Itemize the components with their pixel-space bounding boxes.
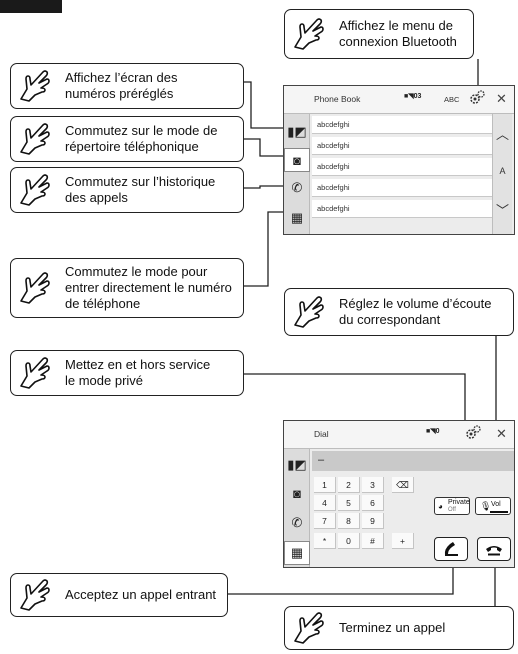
abc-label: ABC bbox=[444, 95, 460, 104]
accept-call-button[interactable] bbox=[434, 537, 468, 561]
call-history-icon[interactable]: ✆ bbox=[291, 180, 303, 195]
key-2[interactable]: 2 bbox=[338, 477, 360, 493]
backspace-icon[interactable]: ⌫ bbox=[392, 477, 414, 493]
key-6[interactable]: 6 bbox=[362, 495, 384, 511]
call-history-icon[interactable]: ✆ bbox=[291, 515, 303, 530]
phonebook-entry[interactable]: abcdefghi bbox=[312, 200, 494, 218]
key-8[interactable]: 8 bbox=[338, 513, 360, 529]
callout-text: Commutez sur le mode de répertoire télép… bbox=[65, 123, 218, 154]
key-star[interactable]: * bbox=[314, 533, 336, 549]
callout-bluetooth: Affichez le menu de connexion Bluetooth bbox=[284, 9, 474, 59]
volume-button[interactable]: 🎙 Vol bbox=[475, 497, 511, 515]
close-icon[interactable]: ✕ bbox=[496, 91, 507, 106]
callout-end: Terminez un appel bbox=[284, 606, 514, 650]
status-indicator: ■◥03 bbox=[404, 93, 422, 100]
callout-direct-entry: Commutez le mode pour entrer directement… bbox=[10, 258, 244, 318]
page-corner-tab bbox=[0, 0, 62, 13]
key-9[interactable]: 9 bbox=[362, 513, 384, 529]
callout-text: Mettez en et hors service le mode privé bbox=[65, 357, 211, 388]
key-5[interactable]: 5 bbox=[338, 495, 360, 511]
key-0[interactable]: 0 bbox=[338, 533, 360, 549]
callout-accept: Acceptez un appel entrant bbox=[10, 573, 228, 617]
callout-phonebook: Commutez sur le mode de répertoire télép… bbox=[10, 116, 244, 162]
dial-screen: Dial ■◥0 ✕ ▮◩ ◙ ✆ ▦ – 1 2 3 ⌫ 4 5 6 7 8 … bbox=[283, 420, 515, 568]
phonebook-entry[interactable]: abcdefghi bbox=[312, 116, 494, 134]
dial-number-field[interactable]: – bbox=[312, 451, 514, 471]
callout-private: Mettez en et hors service le mode privé bbox=[10, 350, 244, 396]
phonebook-entry[interactable]: abcdefghi bbox=[312, 137, 494, 155]
pointing-hand-icon bbox=[20, 174, 50, 206]
key-4[interactable]: 4 bbox=[314, 495, 336, 511]
private-label: Private bbox=[448, 499, 470, 506]
key-3[interactable]: 3 bbox=[362, 477, 384, 493]
pointing-hand-icon bbox=[20, 357, 50, 389]
gear-icon[interactable] bbox=[468, 89, 486, 107]
volume-label: Vol bbox=[491, 501, 501, 508]
private-state: Off bbox=[448, 507, 456, 513]
phonebook-entry[interactable]: abcdefghi bbox=[312, 158, 494, 176]
pointing-hand-icon bbox=[20, 579, 50, 611]
mode-sidebar: ▮◩ ◙ ✆ ▦ bbox=[284, 449, 310, 567]
phonebook-icon[interactable]: ◙ bbox=[284, 148, 310, 172]
pointing-hand-icon bbox=[20, 123, 50, 155]
preset-icon[interactable]: ▮◩ bbox=[287, 124, 307, 139]
dialpad-icon[interactable]: ▦ bbox=[284, 541, 310, 565]
alphabet-scroller[interactable]: ︿ A ﹀ bbox=[492, 114, 512, 234]
callout-text: Affichez le menu de connexion Bluetooth bbox=[339, 18, 457, 49]
pointing-hand-icon bbox=[294, 18, 324, 50]
callout-preset: Affichez l’écran des numéros préréglés bbox=[10, 63, 244, 109]
dial-header: Dial ■◥0 ✕ bbox=[284, 421, 514, 449]
preset-icon[interactable]: ▮◩ bbox=[287, 457, 307, 472]
callout-text: Commutez le mode pour entrer directement… bbox=[65, 264, 232, 311]
private-icon: ◕ bbox=[438, 502, 443, 511]
end-call-button[interactable] bbox=[477, 537, 511, 561]
chevron-down-icon[interactable]: ﹀ bbox=[495, 203, 509, 218]
phonebook-header: Phone Book ■◥03 ABC ✕ bbox=[284, 86, 514, 114]
microphone-icon: 🎙 bbox=[480, 501, 492, 511]
private-mode-button[interactable]: ◕ Private Off bbox=[434, 497, 470, 515]
key-hash[interactable]: # bbox=[362, 533, 384, 549]
alphabet-letter[interactable]: A bbox=[499, 166, 506, 176]
close-icon[interactable]: ✕ bbox=[496, 426, 507, 441]
phonebook-screen: Phone Book ■◥03 ABC ✕ ▮◩ ◙ ✆ ▦ abcdefghi… bbox=[283, 85, 515, 235]
volume-level-bar bbox=[490, 511, 508, 513]
key-7[interactable]: 7 bbox=[314, 513, 336, 529]
screen-title: Dial bbox=[314, 429, 329, 439]
phone-end-icon bbox=[486, 546, 502, 556]
key-1[interactable]: 1 bbox=[314, 477, 336, 493]
key-plus[interactable]: + bbox=[392, 533, 414, 549]
pointing-hand-icon bbox=[20, 70, 50, 102]
callout-text: Terminez un appel bbox=[339, 620, 446, 635]
screen-title: Phone Book bbox=[314, 94, 361, 104]
phone-accept-icon bbox=[444, 542, 458, 556]
callout-text: Commutez sur l’historique des appels bbox=[65, 174, 216, 205]
callout-volume: Réglez le volume d’écoute du corresponda… bbox=[284, 288, 514, 336]
pointing-hand-icon bbox=[294, 612, 324, 644]
gear-icon[interactable] bbox=[464, 424, 482, 442]
callout-text: Acceptez un appel entrant bbox=[65, 587, 217, 602]
pointing-hand-icon bbox=[20, 272, 50, 304]
callout-text: Réglez le volume d’écoute du corresponda… bbox=[339, 296, 492, 327]
chevron-up-icon[interactable]: ︿ bbox=[495, 127, 509, 142]
phonebook-entry[interactable]: abcdefghi bbox=[312, 179, 494, 197]
pointing-hand-icon bbox=[294, 296, 324, 328]
callout-history: Commutez sur l’historique des appels bbox=[10, 167, 244, 213]
phonebook-icon[interactable]: ◙ bbox=[293, 485, 301, 501]
callout-text: Affichez l’écran des numéros préréglés bbox=[65, 70, 178, 101]
status-indicator: ■◥0 bbox=[426, 428, 440, 435]
mode-sidebar: ▮◩ ◙ ✆ ▦ bbox=[284, 114, 310, 234]
dialpad-icon[interactable]: ▦ bbox=[290, 210, 304, 225]
